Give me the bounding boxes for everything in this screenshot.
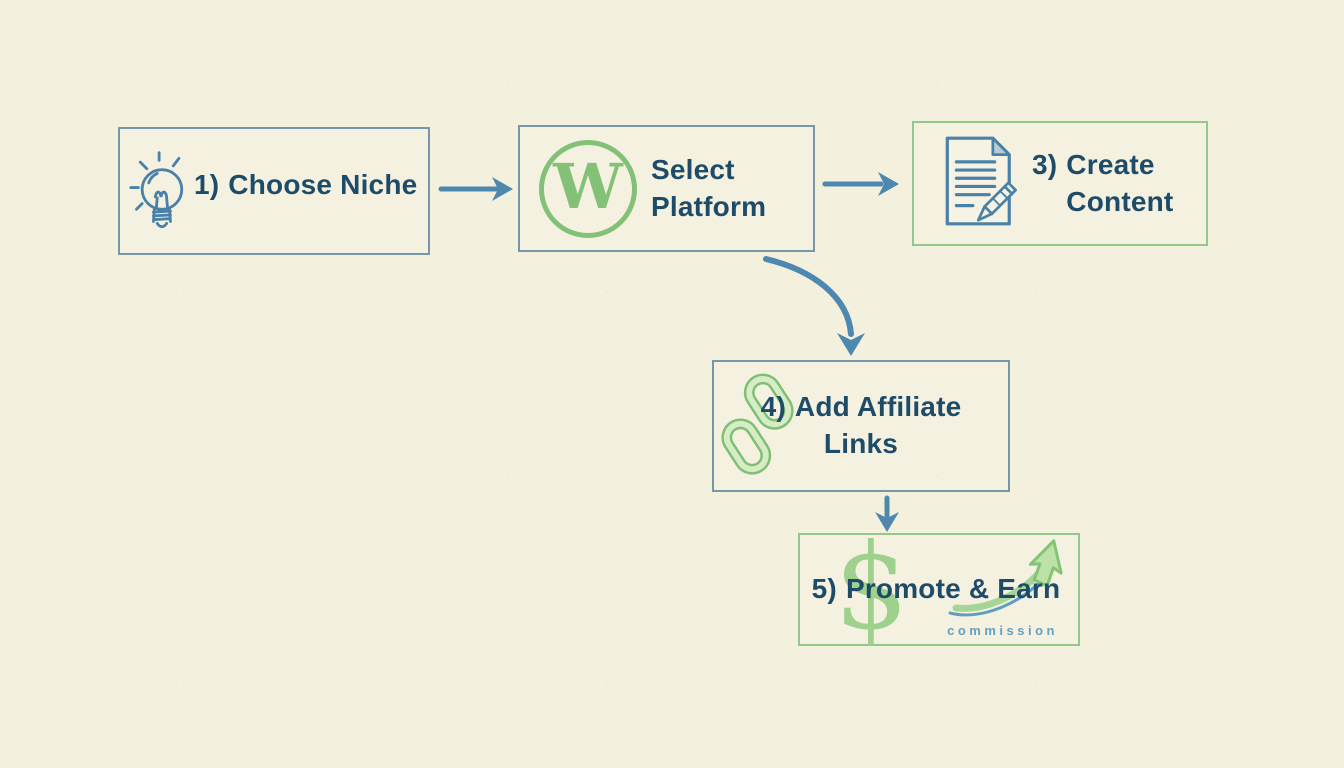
document-pencil-icon: [940, 130, 1022, 237]
step-box-create-content: 3)Create Content: [912, 121, 1208, 246]
lightbulb-icon: [128, 149, 194, 250]
wordpress-letter: W: [553, 149, 623, 223]
arrow-platform-to-content: [822, 172, 899, 196]
step-number: 5): [811, 573, 837, 605]
step-text: Add Affiliate Links: [794, 391, 962, 459]
step-box-select-platform: W Select Platform: [518, 125, 815, 252]
chain-link-icon: [718, 368, 798, 491]
step-label-promote-earn: 5)Promote & Earn: [812, 571, 1061, 608]
step-box-promote-earn: $ 5)Promote & Earn commission: [798, 522, 1080, 652]
arrow-platform-to-links: [763, 256, 865, 356]
step-label-choose-niche: 1) Choose Niche: [194, 167, 417, 204]
step-label-select-platform: Select Platform: [651, 153, 767, 222]
commission-label: commission: [947, 623, 1058, 638]
arrow-choose-to-platform: [438, 177, 513, 201]
step-box-choose-niche: 1) Choose Niche: [118, 127, 430, 255]
dollar-sign-icon: $: [834, 518, 910, 656]
commission-growth-arrow-icon: [944, 535, 1074, 632]
wordpress-icon: W: [539, 139, 637, 238]
step-label-create-content: 3)Create Content: [1032, 147, 1201, 221]
step-number: 3): [1032, 148, 1058, 180]
step-number: 4): [760, 391, 786, 423]
step-number: 1): [194, 169, 220, 200]
arrow-links-to-promote: [875, 495, 899, 532]
step-label-add-affiliate-links: 4)Add Affiliate Links: [733, 389, 989, 463]
step-box-add-affiliate-links: 4)Add Affiliate Links: [712, 360, 1010, 492]
step-text: Choose Niche: [228, 169, 418, 200]
step-text: Create Content: [1066, 148, 1174, 217]
step-text: Promote & Earn: [845, 573, 1061, 605]
